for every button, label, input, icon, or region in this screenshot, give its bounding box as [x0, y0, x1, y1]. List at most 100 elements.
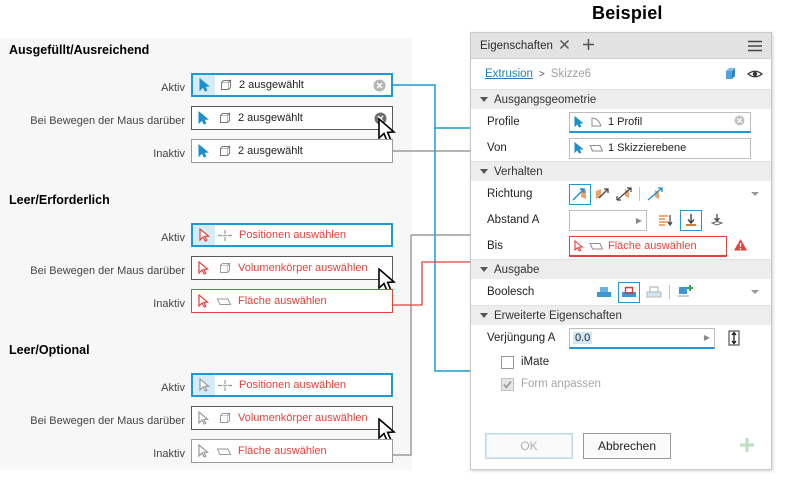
clear-icon[interactable]	[374, 112, 387, 125]
field-filled-hover[interactable]: 2 ausgewählt	[191, 106, 393, 130]
checkbox-row-imate[interactable]: iMate	[471, 351, 771, 373]
property-row-richtung: Richtung	[471, 181, 771, 207]
to-body-icon[interactable]	[706, 210, 728, 231]
breadcrumb-current[interactable]: Extrusion	[485, 68, 533, 80]
group-header-ausgangsgeometrie[interactable]: Ausgangsgeometrie	[471, 89, 771, 109]
section-heading-optional: Leer/Optional	[9, 343, 90, 357]
measure-icon[interactable]	[654, 210, 676, 231]
cut-icon[interactable]	[618, 281, 640, 303]
bis-field[interactable]: Fläche auswählen	[569, 235, 727, 257]
tab-eigenschaften[interactable]: Eigenschaften	[471, 33, 576, 59]
join-icon[interactable]	[593, 282, 615, 303]
checkbox-label: Form anpassen	[521, 378, 601, 390]
direction-normal-icon[interactable]	[569, 183, 591, 205]
solid-body-icon[interactable]	[723, 66, 739, 85]
flip-direction-icon[interactable]	[723, 328, 745, 349]
clear-icon[interactable]	[373, 79, 386, 92]
cursor-icon	[193, 75, 215, 95]
chevron-down-icon	[480, 97, 488, 102]
face-icon	[214, 445, 234, 458]
cursor-icon	[570, 239, 588, 252]
row-label-hover-2: Bei Bewegen der Maus darüber	[30, 265, 185, 277]
checkbox-label: iMate	[521, 356, 550, 368]
row-label-active-3: Aktiv	[161, 382, 185, 394]
field-placeholder: Positionen auswählen	[239, 229, 347, 241]
chevron-down-icon	[480, 169, 488, 174]
row-label-inactive-1: Inaktiv	[153, 148, 185, 160]
field-required-error[interactable]: Fläche auswählen	[191, 289, 393, 313]
field-required-hover[interactable]: Volumenkörper auswählen	[191, 256, 393, 280]
face-icon	[588, 240, 605, 252]
hamburger-icon[interactable]	[747, 40, 763, 55]
eye-icon[interactable]	[747, 68, 763, 83]
field-value: 2 ausgewählt	[238, 112, 303, 124]
property-label: Abstand A	[487, 214, 540, 226]
property-row-abstand: Abstand A ▶	[471, 207, 771, 233]
clear-icon[interactable]	[734, 115, 745, 129]
new-body-icon[interactable]	[674, 282, 696, 303]
tab-bar: Eigenschaften	[471, 33, 771, 59]
field-value: 2 ausgewählt	[238, 145, 303, 157]
checkbox-row-form-anpassen: Form anpassen	[471, 373, 771, 395]
von-field[interactable]: 1 Skizzierebene	[569, 137, 751, 159]
properties-panel: Eigenschaften Extrusion > Skizze6 Ausgan…	[470, 32, 772, 470]
group-label: Erweiterte Eigenschaften	[494, 309, 622, 322]
divider	[639, 187, 640, 201]
abstand-input[interactable]: ▶	[569, 209, 647, 231]
caret-down-icon[interactable]	[751, 192, 759, 196]
field-optional-active[interactable]: Positionen auswählen	[191, 373, 393, 397]
box-icon	[214, 111, 234, 125]
group-header-verhalten[interactable]: Verhalten	[471, 161, 771, 181]
breadcrumb-parent[interactable]: Skizze6	[550, 68, 592, 80]
chevron-down-icon	[480, 313, 488, 318]
field-required-active[interactable]: Positionen auswählen	[191, 223, 393, 247]
property-label: Verjüngung A	[487, 332, 556, 344]
property-row-boolesch: Boolesch	[471, 279, 771, 305]
cursor-icon	[570, 142, 588, 154]
box-icon	[214, 261, 234, 275]
ok-button[interactable]: OK	[485, 433, 573, 459]
field-optional-hover[interactable]: Volumenkörper auswählen	[191, 406, 393, 430]
row-label-active-2: Aktiv	[161, 232, 185, 244]
cursor-icon	[193, 225, 215, 245]
divider	[669, 285, 670, 299]
property-label: Boolesch	[487, 286, 535, 298]
breadcrumb: Extrusion > Skizze6	[471, 59, 771, 89]
plus-green-icon[interactable]	[737, 435, 757, 458]
point-icon	[215, 379, 235, 392]
group-header-erweiterte[interactable]: Erweiterte Eigenschaften	[471, 305, 771, 325]
profile-icon	[588, 116, 605, 128]
row-label-inactive-3: Inaktiv	[153, 448, 185, 460]
row-label-inactive-2: Inaktiv	[153, 298, 185, 310]
property-row-bis: Bis Fläche auswählen	[471, 233, 771, 259]
spin-arrow-icon[interactable]: ▶	[703, 333, 711, 342]
close-icon[interactable]	[559, 39, 570, 53]
face-icon	[214, 295, 234, 308]
profile-field[interactable]: 1 Profil	[569, 111, 751, 133]
group-header-ausgabe[interactable]: Ausgabe	[471, 259, 771, 279]
direction-asymmetric-icon[interactable]	[644, 184, 666, 205]
field-filled-inactive[interactable]: 2 ausgewählt	[191, 139, 393, 163]
property-row-profile: Profile 1 Profil	[471, 109, 771, 135]
property-row-von: Von 1 Skizzierebene	[471, 135, 771, 161]
cancel-button[interactable]: Abbrechen	[583, 433, 671, 459]
field-filled-active[interactable]: 2 ausgewählt	[191, 73, 393, 97]
page-title: Beispiel	[592, 3, 663, 23]
cursor-icon	[570, 115, 588, 128]
caret-down-icon[interactable]	[751, 290, 759, 294]
cursor-icon	[192, 440, 214, 462]
direction-symmetric-icon[interactable]	[613, 184, 635, 205]
plus-icon[interactable]	[576, 38, 601, 54]
field-placeholder: Positionen auswählen	[239, 379, 347, 391]
to-next-icon[interactable]	[680, 209, 702, 231]
checkbox-form-anpassen	[501, 377, 514, 391]
intersect-icon[interactable]	[643, 282, 665, 303]
verjuengung-input[interactable]: 0.0 ▶	[569, 327, 715, 349]
breadcrumb-separator: >	[538, 68, 545, 80]
field-optional-inactive[interactable]: Fläche auswählen	[191, 439, 393, 463]
direction-flipped-icon[interactable]	[591, 184, 613, 205]
spin-arrow-icon[interactable]: ▶	[635, 215, 643, 225]
tab-label: Eigenschaften	[480, 39, 553, 52]
checkbox-imate[interactable]	[501, 355, 514, 369]
cursor-icon	[192, 290, 214, 312]
